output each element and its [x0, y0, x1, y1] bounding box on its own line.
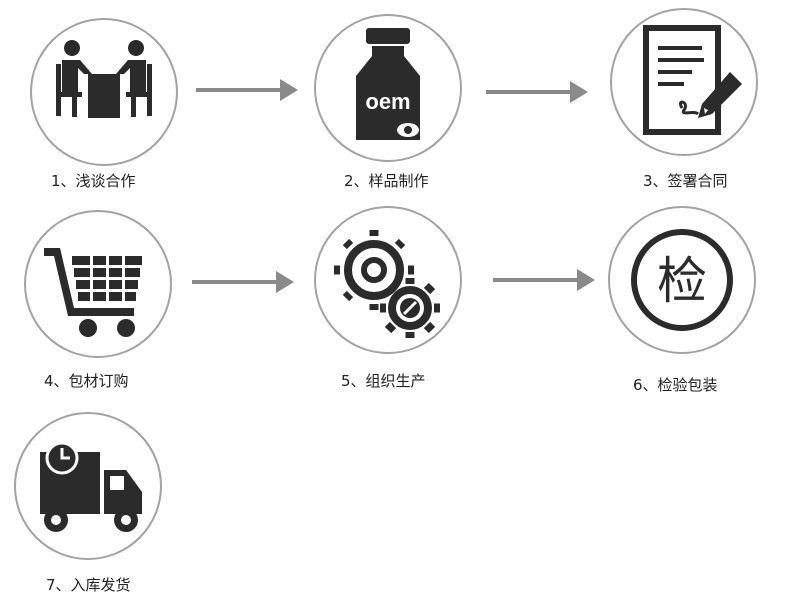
step-4-circle — [24, 210, 172, 358]
bottle-oem-text: oem — [365, 89, 410, 114]
step-5-circle — [314, 206, 462, 354]
delivery-truck-icon — [40, 441, 142, 532]
step-6-circle: 检 — [608, 206, 756, 354]
oem-bottle-icon: oem — [356, 28, 420, 140]
inspect-char: 检 — [657, 252, 707, 310]
inspection-icon: 检 — [631, 229, 733, 331]
step-3-label: 3、签署合同 — [643, 172, 728, 190]
step-3-circle — [610, 8, 758, 156]
gears-icon — [334, 230, 440, 338]
arrow-right-icon — [192, 271, 294, 293]
step-6-label: 6、检验包装 — [633, 376, 718, 394]
arrow-right-icon — [486, 81, 588, 103]
contract-sign-icon — [643, 25, 742, 135]
step-1-circle — [30, 18, 178, 166]
step-7-circle — [14, 412, 162, 560]
step-2-circle: oem — [314, 14, 462, 162]
step-1-label: 1、浅谈合作 — [51, 172, 136, 190]
arrow-right-icon — [493, 269, 595, 291]
step-4-label: 4、包材订购 — [44, 372, 129, 390]
arrow-right-icon — [196, 79, 298, 101]
shopping-cart-icon — [44, 248, 142, 337]
step-7-label: 7、入库发货 — [46, 576, 131, 594]
step-5-label: 5、组织生产 — [341, 372, 426, 390]
meeting-icon — [56, 40, 152, 118]
step-2-label: 2、样品制作 — [344, 172, 429, 190]
